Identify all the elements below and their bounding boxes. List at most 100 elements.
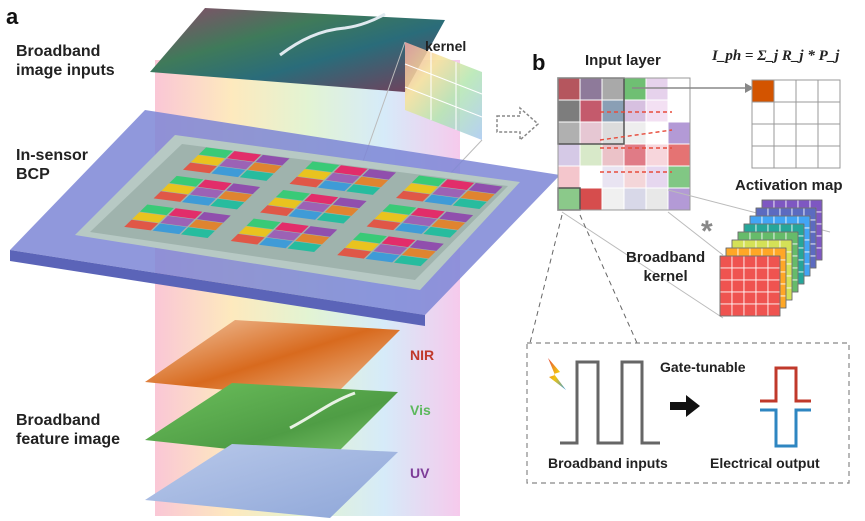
input-cell <box>579 143 603 167</box>
lightning-icon <box>548 358 566 390</box>
pixel-cell <box>374 211 409 223</box>
kernel-cell <box>755 255 769 269</box>
convolution-symbol: * <box>701 215 713 248</box>
input-pulse-waveform <box>560 360 660 445</box>
pixel-cell <box>210 198 245 210</box>
activation-cell <box>795 145 819 169</box>
hollow-arrow-icon <box>496 106 540 142</box>
label-in-sensor-bcp: In-sensor BCP <box>16 146 88 184</box>
pixel-cell <box>297 169 332 180</box>
pixel-cell <box>227 151 262 162</box>
activation-cell <box>773 145 797 169</box>
pixel-cell <box>132 212 167 223</box>
pixel-cell <box>275 190 310 201</box>
input-cell <box>623 165 647 189</box>
pixel-cell <box>401 247 436 259</box>
label-electrical-output: Electrical output <box>710 455 820 471</box>
pixel-cell <box>288 209 323 220</box>
input-grid-border <box>557 77 691 211</box>
broadband-input-image <box>150 8 445 92</box>
kernel-cell <box>743 255 757 269</box>
pixel-cell <box>325 172 360 184</box>
activation-cell <box>817 123 841 147</box>
pixel-cell <box>255 154 290 166</box>
pixel-cell <box>239 170 274 181</box>
kernel-cell <box>767 267 781 281</box>
panel-a-letter: a <box>6 4 19 29</box>
kernel-cell <box>731 255 745 269</box>
kernel-cell <box>731 303 745 317</box>
pixel-cell <box>260 205 295 216</box>
pixel-cell <box>190 154 225 166</box>
activation-map-grid <box>751 79 841 169</box>
pixel-cell <box>303 226 338 237</box>
black-arrow-icon <box>670 395 700 417</box>
input-cell <box>579 121 603 145</box>
pixel-cell <box>373 244 408 255</box>
pixel-cell <box>381 236 416 248</box>
label-vis: Vis <box>410 402 431 418</box>
broadband-kernel-stack <box>719 199 823 317</box>
pixel-cell <box>468 183 503 194</box>
pixel-cell <box>196 211 231 223</box>
input-cell <box>579 77 603 101</box>
kernel-cell <box>719 291 733 305</box>
pixel-cell <box>362 168 397 180</box>
input-cell <box>557 121 581 145</box>
activation-cell <box>773 101 797 125</box>
label-nir: NIR <box>410 347 435 363</box>
positive-output-waveform <box>760 366 811 403</box>
kernel-window <box>405 42 482 140</box>
activation-cell <box>751 123 775 147</box>
photocurrent-formula: I_ph = Σ_j R_j * P_j <box>712 48 840 64</box>
pixel-cell <box>168 208 203 219</box>
kernel-cell <box>755 279 769 293</box>
pixel-cell <box>246 218 281 230</box>
pixel-cell <box>316 212 351 224</box>
kernel-cell <box>731 291 745 305</box>
pixel-cell <box>211 166 246 178</box>
negative-output-waveform <box>760 408 811 448</box>
label-line: Broadband <box>626 249 706 266</box>
label-line: In-sensor <box>16 147 89 164</box>
input-cell <box>623 187 647 211</box>
input-cell <box>601 187 625 211</box>
activation-cell <box>817 79 841 103</box>
kernel-cell <box>719 267 733 281</box>
pixel-cell <box>153 191 188 202</box>
pixel-array <box>124 147 503 267</box>
pixel-cell <box>189 187 224 198</box>
pixel-cell <box>218 191 253 202</box>
pixel-cell <box>345 240 380 251</box>
input-cell <box>601 99 625 123</box>
pixel-cell <box>395 223 429 234</box>
pixel-cell <box>161 183 196 195</box>
label-line: feature image <box>16 431 121 448</box>
pixel-cell <box>432 186 467 198</box>
input-cell <box>557 165 581 189</box>
input-cell <box>557 99 581 123</box>
label-gate-tunable: Gate-tunable <box>660 359 746 375</box>
label-uv: UV <box>410 465 430 481</box>
pixel-cell <box>287 241 322 253</box>
pixel-cell <box>219 158 254 170</box>
pixel-cell <box>324 205 359 216</box>
pixel-cell <box>238 226 273 237</box>
pixel-cell <box>160 215 195 227</box>
pixel-cell <box>124 219 159 231</box>
kernel-cell <box>731 279 745 293</box>
pixel-cell <box>182 194 216 206</box>
uv-feature-plane <box>145 444 398 518</box>
kernel-link-line <box>561 211 724 319</box>
pixel-cell <box>152 223 187 235</box>
input-cell <box>667 121 691 145</box>
input-cell <box>623 99 647 123</box>
input-cell <box>623 77 647 101</box>
input-cell <box>579 187 603 211</box>
activation-cell <box>773 79 797 103</box>
pixel-cell <box>354 176 389 188</box>
activation-cell <box>751 79 775 103</box>
label-line: BCP <box>16 166 50 183</box>
kernel-cell <box>719 303 733 317</box>
river-line <box>279 12 386 57</box>
